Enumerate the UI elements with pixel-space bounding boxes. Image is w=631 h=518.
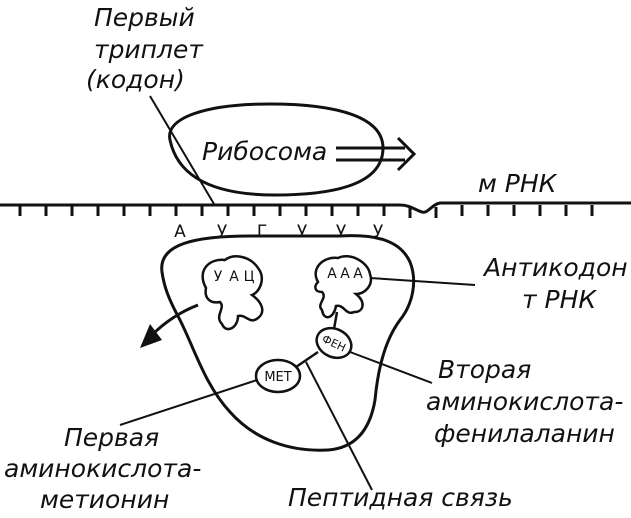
anticodon-label-line1: Антикодон bbox=[484, 254, 628, 282]
peptide-bond-label: Пептидная связь bbox=[288, 484, 513, 512]
codon-letter: Г bbox=[257, 222, 267, 242]
second-aa-label-line3: фенилаланин bbox=[434, 420, 615, 448]
anticodon-letter: У bbox=[214, 269, 223, 285]
ribosome-label: Рибосома bbox=[202, 138, 327, 166]
trna-right-stem bbox=[334, 312, 337, 329]
mrna-label: м РНК bbox=[478, 170, 556, 198]
mrna-strand bbox=[0, 203, 631, 212]
first-aa-label-line2: аминокислота- bbox=[4, 455, 201, 483]
first-aa-label-line3: метионин bbox=[40, 486, 169, 514]
anticodon-letter: Ц bbox=[244, 269, 255, 285]
ribosome-large-subunit bbox=[162, 236, 414, 451]
codon-letter: У bbox=[297, 222, 308, 242]
trna-left bbox=[203, 256, 263, 329]
anticodon-letter: А bbox=[327, 266, 337, 282]
met-label: МЕТ bbox=[264, 370, 291, 385]
direction-arrow-icon bbox=[336, 138, 414, 170]
anticodon-letter: А bbox=[353, 266, 363, 282]
first-aa-label-line1: Первая bbox=[64, 424, 159, 452]
second-aa-label-line1: Вторая bbox=[438, 356, 531, 384]
second-aa-label-line2: аминокислота- bbox=[426, 388, 623, 416]
codon-letter: У bbox=[217, 222, 228, 242]
codon-letter: У bbox=[336, 222, 347, 242]
anticodon-letter: А bbox=[229, 269, 239, 285]
anticodon-label-line2: т РНК bbox=[522, 286, 596, 314]
mrna-ticks bbox=[20, 205, 592, 218]
anticodon-letter: А bbox=[340, 266, 350, 282]
first-triplet-label-line2: триплет bbox=[94, 36, 203, 64]
first-triplet-label-line3: (кодон) bbox=[86, 66, 185, 94]
codon-letter: А bbox=[174, 222, 186, 242]
first-triplet-label-line1: Первый bbox=[94, 4, 195, 32]
